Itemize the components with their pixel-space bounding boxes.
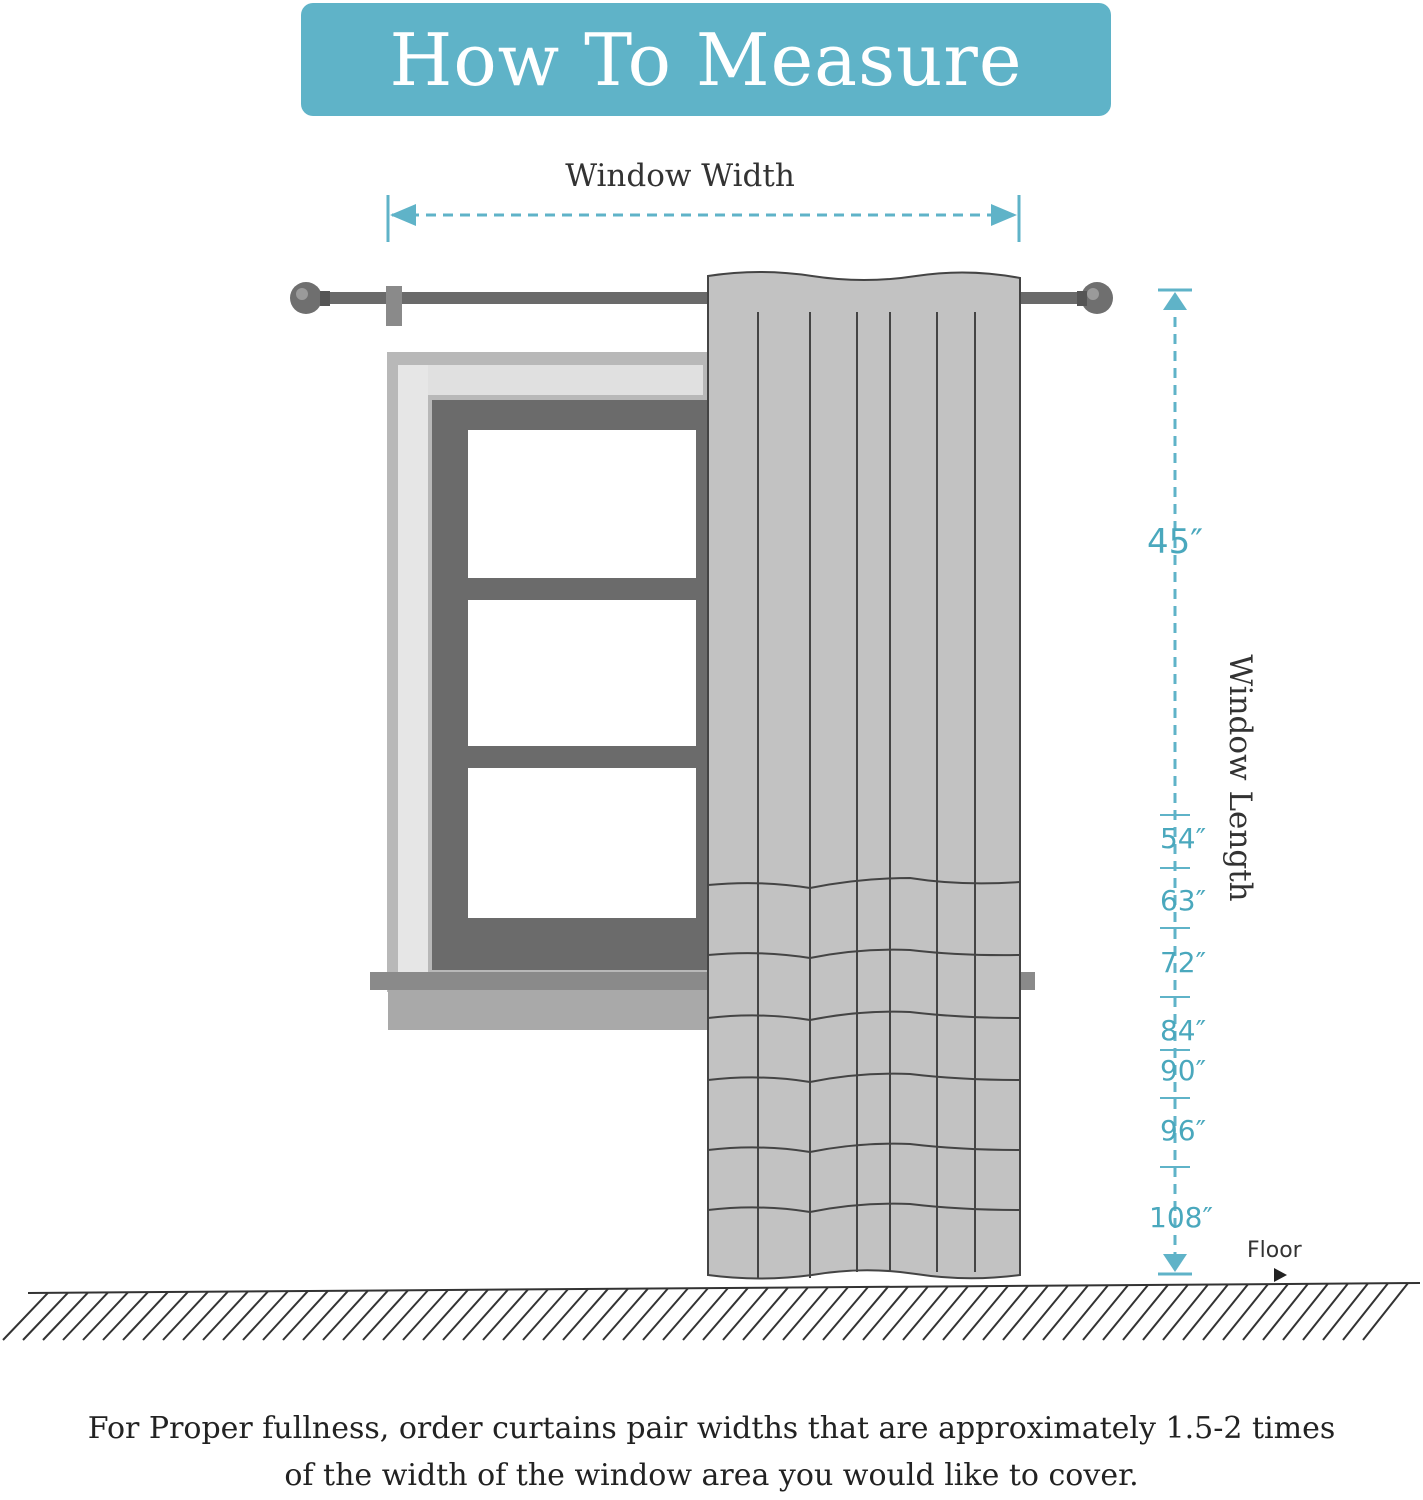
- floor-hatch-line: [502, 1288, 549, 1341]
- floor-hatch-line: [782, 1286, 829, 1341]
- floor-hatch-line: [822, 1286, 869, 1341]
- page-title: How To Measure: [389, 17, 1023, 102]
- floor-hatch-line: [942, 1285, 989, 1341]
- floor-hatch-line: [222, 1290, 269, 1341]
- floor-hatch-line: [262, 1290, 309, 1341]
- floor-hatch-line: [42, 1291, 89, 1341]
- window: [370, 352, 1035, 1030]
- floor-hatch-line: [442, 1289, 489, 1341]
- title-banner: How To Measure: [301, 3, 1111, 116]
- floor-hatch-line: [542, 1288, 589, 1341]
- floor-hatch-line: [662, 1287, 709, 1341]
- floor-hatch-line: [1042, 1284, 1089, 1341]
- floor-hatch-line: [1182, 1283, 1229, 1341]
- floor-hatch-line: [1022, 1284, 1069, 1341]
- bottom-arrow-icon: [1163, 1254, 1187, 1272]
- floor-hatch-line: [142, 1291, 189, 1341]
- tick-label-90: 90″: [1159, 1054, 1207, 1087]
- floor-hatch-line: [282, 1290, 329, 1341]
- left-arrow-icon: [390, 204, 416, 226]
- tick-label-63: 63″: [1159, 884, 1207, 917]
- floor-hatch-line: [1162, 1283, 1209, 1341]
- tick-label-72: 72″: [1159, 946, 1207, 979]
- floor-hatch-line: [1222, 1283, 1269, 1341]
- floor: [2, 1268, 1421, 1341]
- floor-hatch-line: [682, 1287, 729, 1341]
- floor-hatch-line: [962, 1285, 1009, 1341]
- floor-hatch-line: [342, 1289, 389, 1341]
- window-length-dimension: [1158, 288, 1192, 1276]
- floor-label: Floor: [1247, 1238, 1302, 1263]
- floor-hatch-line: [602, 1287, 649, 1341]
- floor-hatch-line: [202, 1290, 249, 1341]
- fullness-note: For Proper fullness, order curtains pair…: [30, 1405, 1393, 1499]
- floor-hatch-line: [642, 1287, 689, 1341]
- floor-hatch-line: [1102, 1284, 1149, 1341]
- window-width-dimension: [386, 195, 1021, 242]
- floor-hatch-line: [242, 1290, 289, 1341]
- floor-hatch-line: [1302, 1282, 1349, 1341]
- right-arrow-icon: [991, 204, 1017, 226]
- tick-label-96: 96″: [1159, 1114, 1207, 1147]
- floor-pointer-icon: [1274, 1268, 1287, 1282]
- floor-hatch-line: [842, 1286, 889, 1341]
- floor-hatch-line: [982, 1285, 1029, 1341]
- floor-hatch-line: [362, 1289, 409, 1341]
- tick-label-84: 84″: [1159, 1014, 1207, 1047]
- floor-hatch-line: [702, 1287, 749, 1341]
- window-width-label: Window Width: [565, 158, 795, 194]
- floor-hatch-line: [302, 1290, 349, 1341]
- floor-hatch-line: [182, 1290, 229, 1341]
- floor-hatch-line: [1342, 1282, 1389, 1341]
- floor-hatch-line: [1322, 1282, 1369, 1341]
- floor-hatch-line: [722, 1287, 769, 1341]
- floor-hatch-line: [1262, 1283, 1309, 1341]
- note-line-2: of the width of the window area you woul…: [284, 1458, 1139, 1493]
- floor-hatch-line: [162, 1291, 209, 1341]
- floor-hatch-line: [1362, 1282, 1409, 1341]
- floor-hatch-line: [122, 1291, 169, 1341]
- floor-hatch-line: [422, 1289, 469, 1341]
- tick-label-108: 108″: [1149, 1201, 1213, 1234]
- floor-hatch-line: [802, 1286, 849, 1341]
- floor-hatch-line: [1242, 1283, 1289, 1341]
- floor-hatch-line: [922, 1285, 969, 1341]
- floor-hatch-line: [482, 1288, 529, 1341]
- floor-hatch-line: [22, 1292, 69, 1341]
- floor-hatch-line: [622, 1287, 669, 1341]
- floor-hatch-line: [1082, 1284, 1129, 1341]
- floor-hatch-line: [902, 1285, 949, 1341]
- floor-hatch-line: [62, 1291, 109, 1341]
- floor-hatch-line: [1062, 1284, 1109, 1341]
- floor-hatch-line: [102, 1291, 149, 1341]
- floor-hatch-line: [522, 1288, 569, 1341]
- floor-hatch-line: [322, 1289, 369, 1341]
- floor-hatch-line: [402, 1289, 449, 1341]
- floor-hatch-line: [862, 1286, 909, 1341]
- floor-hatch-line: [382, 1289, 429, 1341]
- floor-hatch-line: [882, 1285, 929, 1341]
- floor-hatch-line: [1122, 1284, 1169, 1341]
- top-arrow-icon: [1163, 292, 1187, 310]
- rod-bracket: [386, 286, 402, 326]
- floor-hatch-line: [82, 1291, 129, 1341]
- floor-hatch-line: [582, 1288, 629, 1341]
- floor-hatch-line: [562, 1288, 609, 1341]
- note-line-1: For Proper fullness, order curtains pair…: [87, 1411, 1336, 1446]
- tick-label-45: 45″: [1147, 522, 1203, 562]
- floor-hatch-line: [462, 1288, 509, 1341]
- floor-hatch-line: [2, 1292, 49, 1341]
- floor-hatch-line: [1142, 1284, 1189, 1341]
- floor-hatch-line: [762, 1286, 809, 1341]
- floor-hatch-line: [1002, 1285, 1049, 1341]
- floor-hatch-line: [1202, 1283, 1249, 1341]
- tick-label-54: 54″: [1159, 822, 1207, 855]
- window-length-text: Window Length: [1222, 654, 1258, 902]
- curtain-panel: [707, 271, 1021, 1280]
- floor-hatch-line: [742, 1286, 789, 1341]
- floor-hatch-line: [1282, 1283, 1329, 1341]
